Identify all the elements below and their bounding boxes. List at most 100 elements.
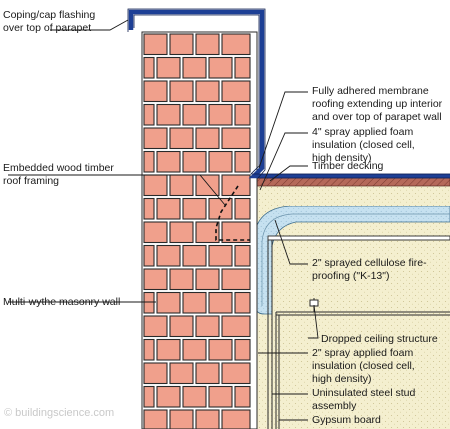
brick xyxy=(156,291,181,314)
brick xyxy=(221,315,251,338)
brick xyxy=(143,268,168,291)
roof-foam-insulation xyxy=(249,186,450,206)
watermark: © buildingscience.com xyxy=(4,407,114,419)
brick xyxy=(234,103,251,126)
brick xyxy=(234,291,251,314)
brick xyxy=(156,385,181,408)
brick xyxy=(156,56,181,79)
embedded-wood-timber xyxy=(215,185,250,241)
brick xyxy=(169,315,194,338)
brick xyxy=(208,244,233,267)
brick xyxy=(143,80,168,103)
brick xyxy=(221,409,251,429)
brick xyxy=(143,315,168,338)
brick xyxy=(182,338,207,361)
label-timber-decking: Timber decking xyxy=(312,160,384,172)
label-coping-line1: Coping/cap flashing xyxy=(3,9,95,21)
brick xyxy=(143,221,168,244)
brick xyxy=(221,174,251,197)
brick xyxy=(143,127,168,150)
brick xyxy=(195,315,220,338)
brick xyxy=(156,338,181,361)
cellulose-fireproofing xyxy=(253,205,450,315)
label-membrane-line1: Fully adhered membrane xyxy=(312,85,429,97)
brick xyxy=(221,33,251,56)
brick xyxy=(221,80,251,103)
brick xyxy=(208,197,233,220)
brick xyxy=(169,127,194,150)
brick xyxy=(234,150,251,173)
brick xyxy=(208,150,233,173)
brick xyxy=(143,174,168,197)
label-gypsum: Gypsum board xyxy=(312,414,381,426)
brick xyxy=(143,244,155,267)
brick xyxy=(143,385,155,408)
brick xyxy=(182,291,207,314)
brick xyxy=(195,409,220,429)
brick xyxy=(143,33,168,56)
label-foam4-line1: 4" spray applied foam xyxy=(312,126,413,138)
coping-outline xyxy=(127,8,450,179)
brick xyxy=(169,221,194,244)
brick xyxy=(195,33,220,56)
brick xyxy=(234,338,251,361)
brick xyxy=(195,174,220,197)
brick xyxy=(208,103,233,126)
brick xyxy=(143,291,155,314)
steel-stud-assembly xyxy=(267,235,450,429)
brick xyxy=(143,197,155,220)
brick xyxy=(182,56,207,79)
brick xyxy=(169,80,194,103)
brick xyxy=(156,103,181,126)
brick xyxy=(143,409,168,429)
brick xyxy=(221,221,251,244)
label-coping-line2: over top of parapet xyxy=(3,22,91,34)
coping-cap-flashing xyxy=(128,9,450,179)
label-foam2-line2: insulation (closed cell, xyxy=(312,360,415,372)
brick xyxy=(195,221,220,244)
brick xyxy=(208,338,233,361)
brick xyxy=(169,409,194,429)
brick xyxy=(169,33,194,56)
label-foam2-line3: high density) xyxy=(312,373,372,385)
brick xyxy=(234,197,251,220)
brick xyxy=(221,127,251,150)
brick xyxy=(208,385,233,408)
brick xyxy=(143,103,155,126)
brick xyxy=(208,56,233,79)
brick xyxy=(143,56,155,79)
brick xyxy=(143,362,168,385)
brick xyxy=(195,80,220,103)
leader-lines xyxy=(8,19,319,421)
label-wood-timber-line1: Embedded wood timber xyxy=(3,162,114,174)
brick xyxy=(156,197,181,220)
brick xyxy=(195,268,220,291)
label-steel-stud-line2: assembly xyxy=(312,400,357,412)
brick xyxy=(169,174,194,197)
brick xyxy=(143,338,155,361)
label-foam2-line1: 2" spray applied foam xyxy=(312,347,413,359)
brick xyxy=(182,103,207,126)
brick xyxy=(182,150,207,173)
label-foam4-line3: high density) xyxy=(312,152,372,164)
coping-outline-inner xyxy=(133,14,450,175)
brick xyxy=(156,244,181,267)
cellulose-edge-line xyxy=(261,213,450,306)
label-cellulose-line2: proofing ("K-13") xyxy=(312,270,390,282)
brick xyxy=(143,150,155,173)
brick xyxy=(208,291,233,314)
label-dropped-ceiling: Dropped ceiling structure xyxy=(321,333,438,345)
label-cellulose-line1: 2" sprayed cellulose fire- xyxy=(312,257,427,269)
brick xyxy=(195,127,220,150)
label-membrane-line3: and over top of parapet wall xyxy=(312,111,442,123)
brick xyxy=(234,244,251,267)
brick xyxy=(221,362,251,385)
label-membrane-line2: roofing extending up interior xyxy=(312,98,443,110)
brick xyxy=(156,150,181,173)
brick xyxy=(169,268,194,291)
label-steel-stud-line1: Uninsulated steel stud xyxy=(312,387,415,399)
brick xyxy=(182,244,207,267)
brick xyxy=(234,56,251,79)
multi-wythe-masonry-wall xyxy=(141,31,258,429)
